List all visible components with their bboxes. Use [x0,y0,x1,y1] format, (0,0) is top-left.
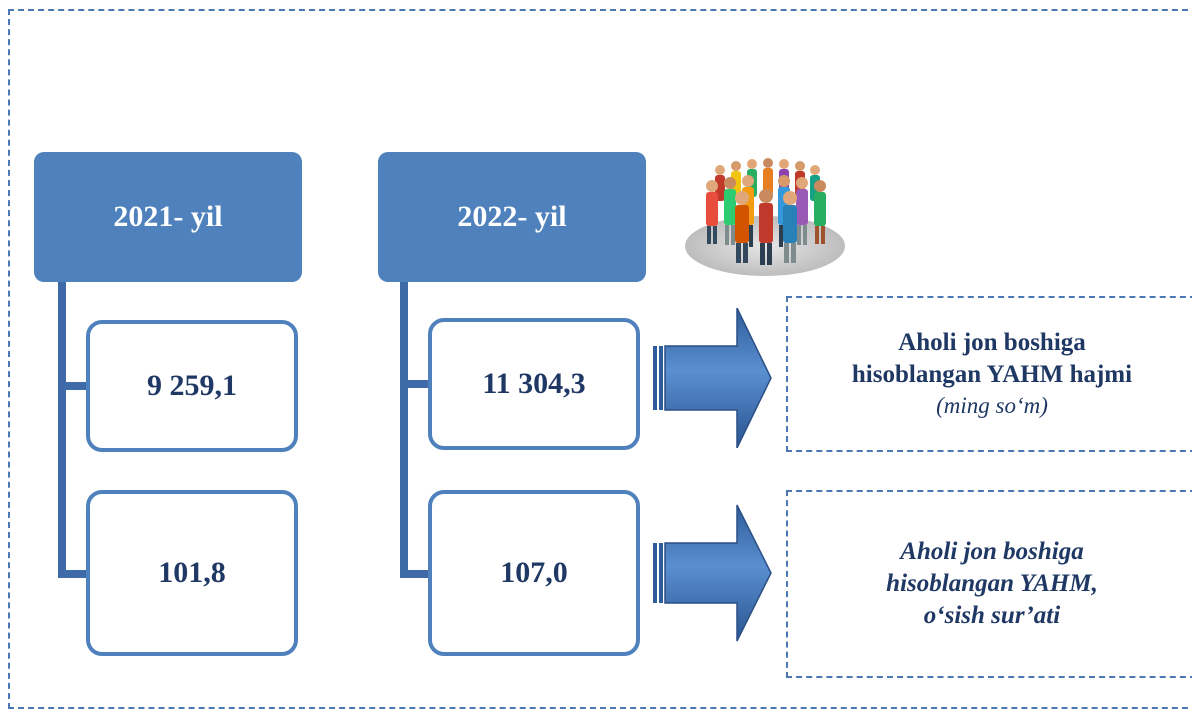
value-2021-gdp: 9 259,1 [147,369,237,402]
value-box-2021-growth: 101,8 [86,490,298,656]
year-header-2021-label: 2021- yil [113,200,223,233]
connector-2022-vertical [400,282,408,578]
value-2022-gdp: 11 304,3 [482,367,586,400]
label-gdp-unit: (ming so‘m) [936,393,1048,418]
right-arrow-icon [653,308,772,448]
connector-2021-vertical [58,282,66,578]
label-growth-line-1: Aholi jon boshiga [900,538,1084,565]
connector-2021-branch-1 [58,382,88,390]
crowd-of-people-icon [685,158,845,276]
value-2022-growth: 107,0 [500,556,568,589]
connector-2021-branch-2 [58,570,88,578]
year-header-2021: 2021- yil [34,152,302,282]
value-2021-growth: 101,8 [158,556,226,589]
value-box-2022-growth: 107,0 [428,490,640,656]
year-header-2022-label: 2022- yil [457,200,567,233]
right-arrow-icon [653,504,772,642]
value-box-2021-gdp: 9 259,1 [86,320,298,452]
connector-2022-branch-2 [400,570,432,578]
year-header-2022: 2022- yil [378,152,646,282]
connector-2022-branch-1 [400,380,432,388]
label-growth-line-3: o‘sish sur’ati [923,602,1061,629]
value-box-2022-gdp: 11 304,3 [428,318,640,450]
label-box-growth-rate: Aholi jon boshiga hisoblangan YAHM, o‘si… [786,490,1192,678]
label-gdp-line-1: Aholi jon boshiga [898,329,1086,356]
label-box-gdp-per-capita: Aholi jon boshiga hisoblangan YAHM hajmi… [786,296,1192,452]
label-gdp-line-2: hisoblangan YAHM hajmi [851,361,1133,388]
label-growth-line-2: hisoblangan YAHM, [886,570,1098,597]
